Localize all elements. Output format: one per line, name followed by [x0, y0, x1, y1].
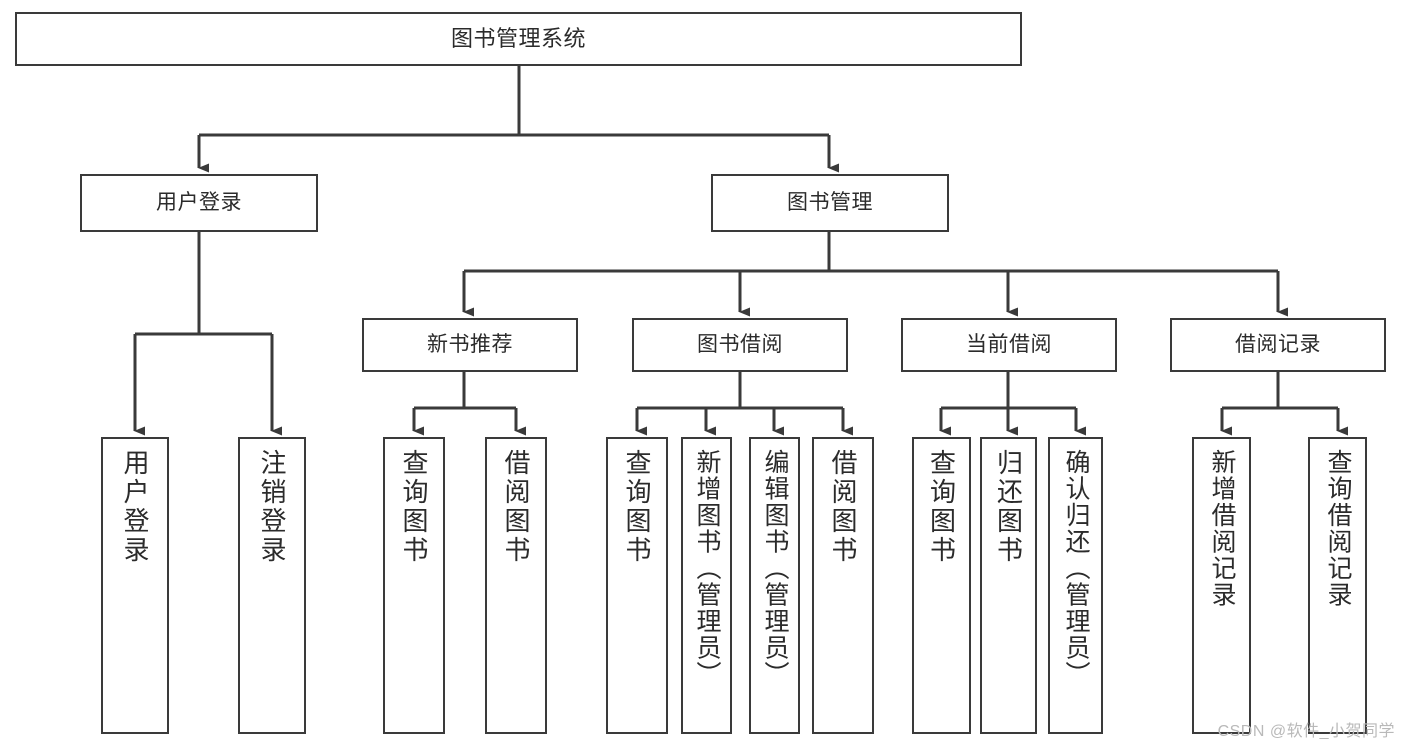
- leaf-current-borrow-return-label: 归还图书: [993, 449, 1024, 565]
- leaf-current-borrow-query[interactable]: 查询图书: [912, 437, 971, 734]
- leaf-book-borrow-borrow[interactable]: 借阅图书: [812, 437, 874, 734]
- node-book-borrow[interactable]: 图书借阅: [632, 318, 848, 372]
- csdn-watermark: CSDN @软件_小贺同学: [1217, 723, 1395, 740]
- leaf-user-login-signin-label: 用户登录: [120, 449, 150, 565]
- leaf-new-book-borrow[interactable]: 借阅图书: [485, 437, 547, 734]
- node-current-borrow[interactable]: 当前借阅: [901, 318, 1117, 372]
- leaf-book-borrow-query-label: 查询图书: [622, 449, 652, 565]
- node-new-book-recommend[interactable]: 新书推荐: [362, 318, 578, 372]
- leaf-book-borrow-edit[interactable]: 编辑图书（管理员）: [749, 437, 800, 734]
- leaf-user-login-signin[interactable]: 用户登录: [101, 437, 169, 734]
- leaf-book-borrow-add[interactable]: 新增图书（管理员）: [681, 437, 732, 734]
- leaf-user-login-signout-label: 注销登录: [257, 449, 287, 565]
- leaf-new-book-query-label: 查询图书: [399, 449, 429, 565]
- leaf-new-book-query[interactable]: 查询图书: [383, 437, 445, 734]
- leaf-user-login-signout[interactable]: 注销登录: [238, 437, 306, 734]
- node-new-book-recommend-label: 新书推荐: [427, 332, 513, 356]
- leaf-book-borrow-edit-label: 编辑图书（管理员）: [761, 449, 789, 688]
- leaf-current-borrow-confirm-label: 确认归还（管理员）: [1062, 449, 1090, 688]
- node-borrow-record[interactable]: 借阅记录: [1170, 318, 1386, 372]
- leaf-borrow-record-query[interactable]: 查询借阅记录: [1308, 437, 1367, 734]
- leaf-new-book-borrow-label: 借阅图书: [501, 449, 531, 565]
- node-current-borrow-label: 当前借阅: [966, 332, 1052, 356]
- node-borrow-record-label: 借阅记录: [1235, 332, 1321, 356]
- node-book-borrow-label: 图书借阅: [697, 332, 783, 356]
- node-root-system-label: 图书管理系统: [450, 26, 586, 52]
- leaf-borrow-record-add[interactable]: 新增借阅记录: [1192, 437, 1251, 734]
- leaf-current-borrow-query-label: 查询图书: [926, 449, 957, 565]
- leaf-book-borrow-query[interactable]: 查询图书: [606, 437, 668, 734]
- node-root-system[interactable]: 图书管理系统: [15, 12, 1022, 66]
- node-book-management-label: 图书管理: [787, 190, 873, 214]
- leaf-current-borrow-confirm[interactable]: 确认归还（管理员）: [1048, 437, 1103, 734]
- node-book-management[interactable]: 图书管理: [711, 174, 949, 232]
- node-user-login[interactable]: 用户登录: [80, 174, 318, 232]
- leaf-book-borrow-borrow-label: 借阅图书: [828, 449, 858, 565]
- node-user-login-label: 用户登录: [156, 190, 242, 214]
- leaf-borrow-record-add-label: 新增借阅记录: [1208, 449, 1236, 608]
- leaf-book-borrow-add-label: 新增图书（管理员）: [693, 449, 721, 688]
- leaf-borrow-record-query-label: 查询借阅记录: [1324, 449, 1352, 608]
- leaf-current-borrow-return[interactable]: 归还图书: [980, 437, 1037, 734]
